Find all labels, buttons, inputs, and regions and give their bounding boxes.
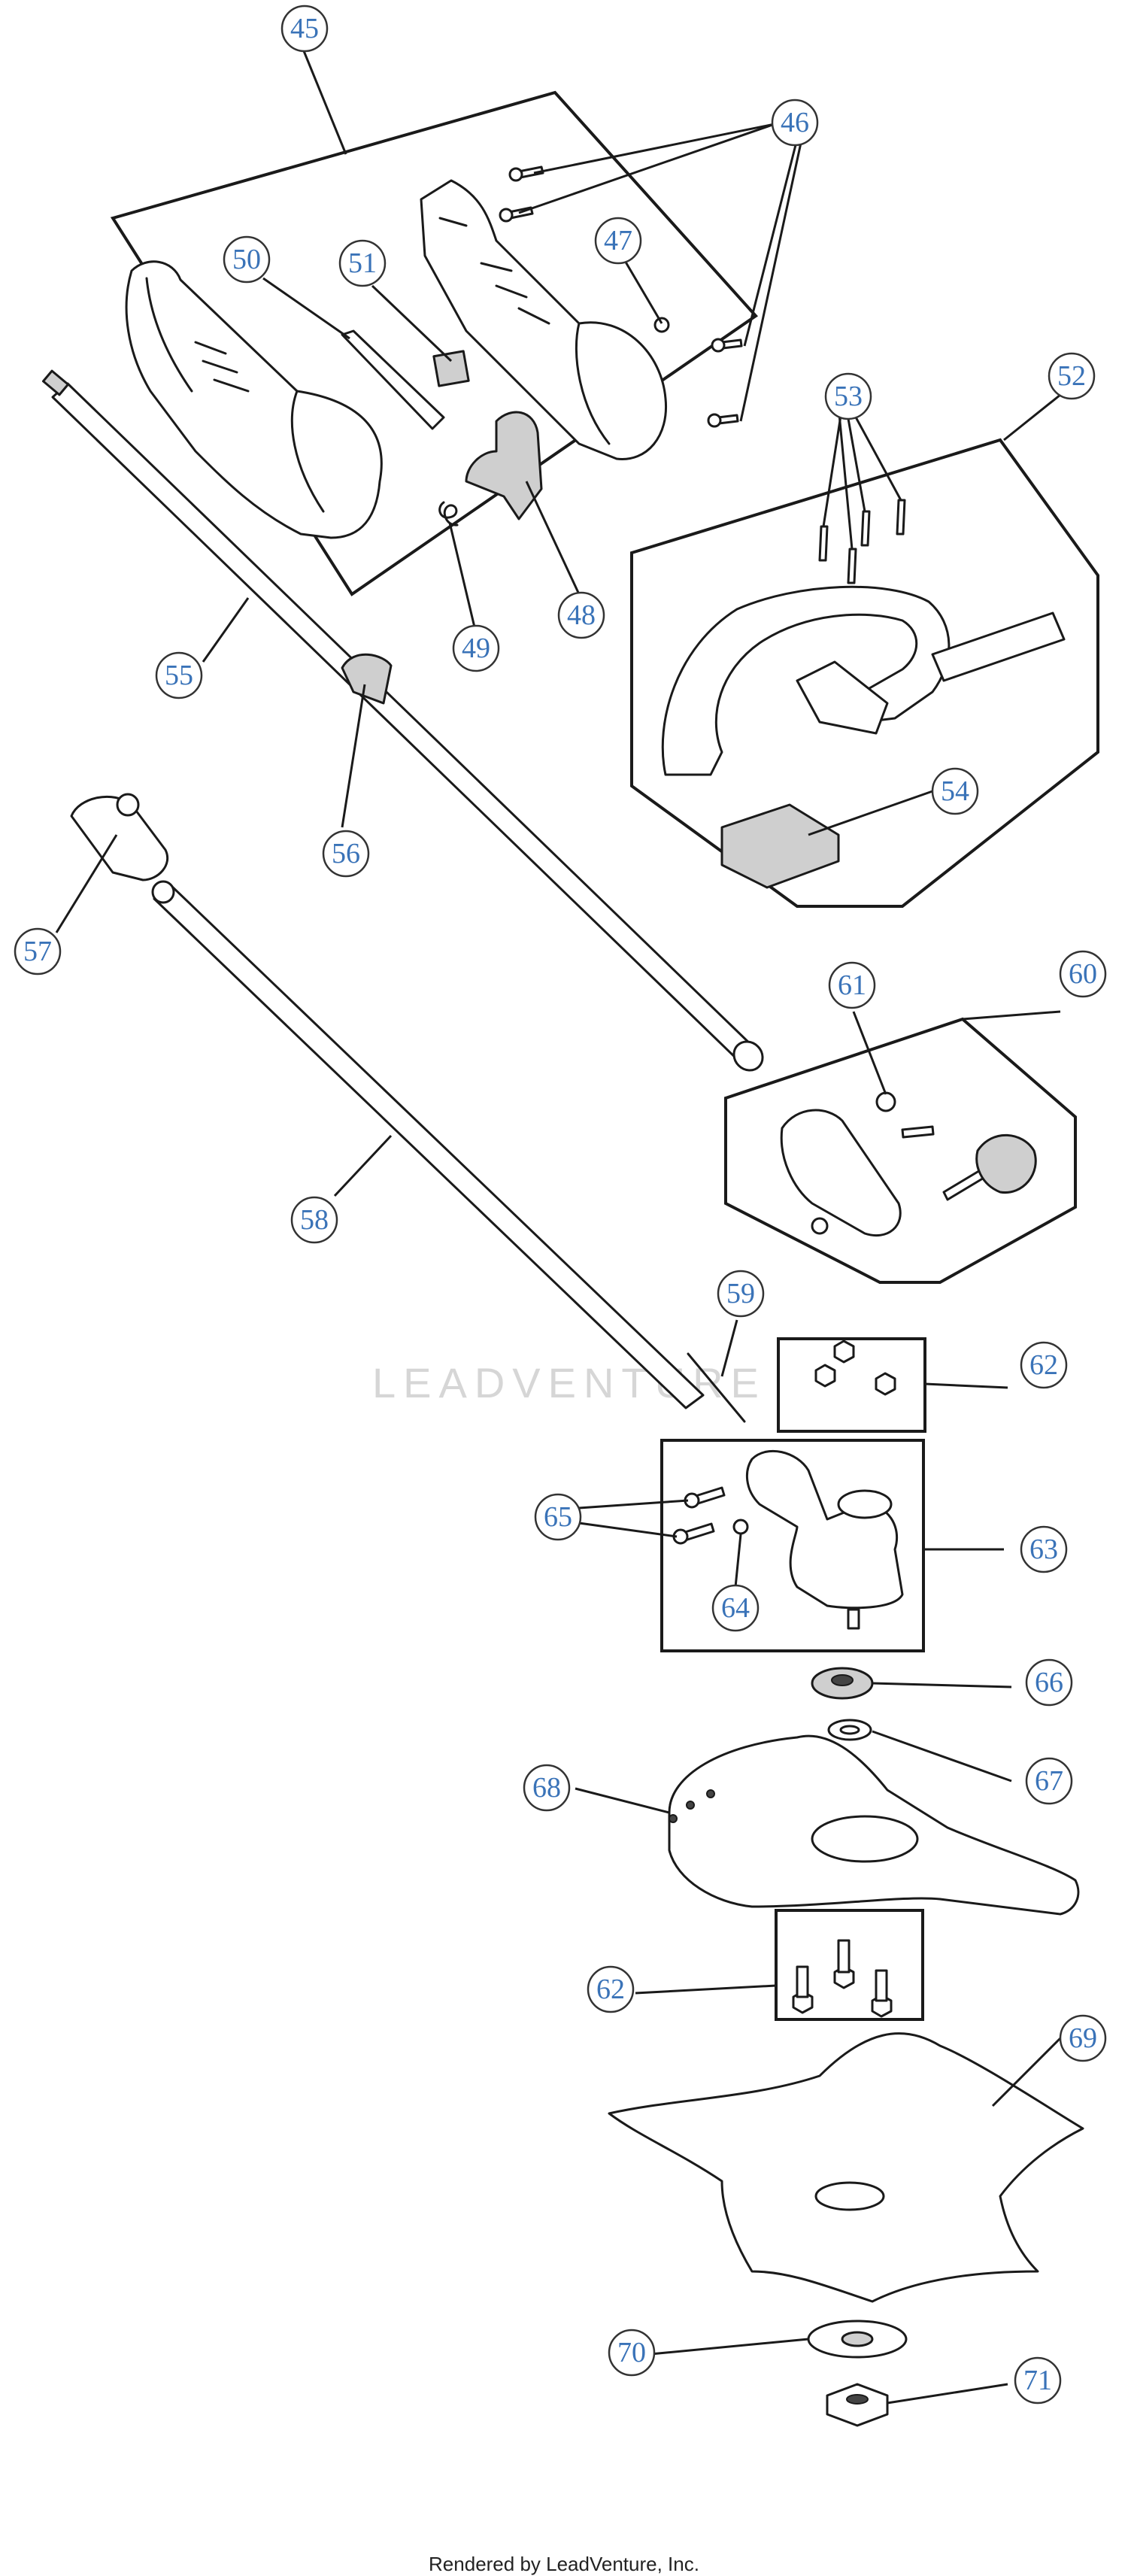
group-box-60	[724, 1017, 1077, 1284]
callout-50: 50	[223, 235, 271, 284]
group-box-63	[660, 1439, 925, 1652]
svg-text:71: 71	[1023, 2365, 1052, 2396]
callout-57: 57	[14, 927, 62, 975]
svg-text:60: 60	[1069, 958, 1097, 990]
svg-text:66: 66	[1035, 1667, 1063, 1698]
callout-54: 54	[931, 767, 979, 815]
coupler-57	[70, 793, 169, 881]
svg-text:68: 68	[532, 1772, 561, 1804]
group-box-52	[630, 438, 1099, 908]
svg-text:65: 65	[544, 1501, 572, 1533]
svg-text:69: 69	[1069, 2022, 1097, 2054]
svg-text:63: 63	[1029, 1534, 1058, 1565]
handle-housing-left	[125, 260, 383, 539]
svg-text:47: 47	[604, 225, 632, 256]
callout-60: 60	[1059, 950, 1107, 998]
svg-text:61: 61	[838, 969, 866, 1001]
svg-text:49: 49	[462, 633, 490, 664]
blade-nut-71	[826, 2383, 889, 2427]
lower-shaft-58	[151, 880, 705, 1409]
grip-56	[341, 653, 393, 705]
svg-text:51: 51	[348, 247, 377, 279]
drive-shaft-59	[687, 1352, 746, 1423]
screw-64	[732, 1519, 749, 1535]
svg-text:62: 62	[596, 1974, 625, 2005]
screws-65	[672, 1486, 726, 1545]
callout-46: 46	[771, 99, 819, 147]
callout-56: 56	[322, 830, 370, 878]
callout-62-lower: 62	[587, 1965, 635, 2013]
callout-52: 52	[1048, 352, 1096, 400]
callout-71: 71	[1014, 2356, 1062, 2405]
screws-46	[499, 165, 743, 428]
blade-guard-68	[668, 1734, 1080, 1916]
clamp-housing	[780, 1091, 1037, 1237]
nuts-62	[814, 1340, 896, 1396]
callout-53: 53	[824, 372, 872, 420]
trigger-48	[465, 411, 543, 520]
washer-67	[827, 1719, 872, 1741]
watermark: LEADVENTURE	[372, 1359, 766, 1406]
svg-text:64: 64	[721, 1592, 750, 1624]
svg-text:56: 56	[332, 838, 360, 869]
svg-text:52: 52	[1057, 360, 1086, 392]
svg-text:53: 53	[834, 381, 863, 412]
callout-63: 63	[1020, 1525, 1068, 1573]
handle-housing-right	[420, 179, 668, 460]
leader-lines	[55, 43, 1062, 2405]
upper-shaft-55	[41, 369, 764, 1072]
callout-47: 47	[594, 217, 642, 265]
callout-65: 65	[534, 1493, 582, 1541]
svg-text:45: 45	[290, 13, 319, 44]
svg-text:57: 57	[23, 936, 52, 967]
gear-head-63	[745, 1449, 904, 1630]
svg-text:58: 58	[300, 1204, 329, 1236]
callout-59: 59	[717, 1270, 765, 1318]
callout-51: 51	[338, 239, 387, 287]
callout-48: 48	[557, 591, 605, 639]
callout-64: 64	[711, 1584, 760, 1632]
footer-credit: Rendered by LeadVenture, Inc.	[429, 2553, 699, 2575]
svg-text:46: 46	[781, 107, 809, 138]
callout-66: 66	[1025, 1658, 1073, 1707]
spindle-nut-66	[811, 1667, 874, 1700]
callout-61: 61	[828, 961, 876, 1009]
callout-55: 55	[155, 651, 203, 699]
callout-49: 49	[452, 624, 500, 672]
switch-51	[432, 350, 470, 387]
callout-69: 69	[1059, 2014, 1107, 2062]
svg-text:54: 54	[941, 775, 969, 807]
svg-text:50: 50	[232, 244, 261, 275]
svg-text:67: 67	[1035, 1765, 1063, 1797]
svg-text:48: 48	[567, 599, 596, 631]
callout-68: 68	[523, 1764, 571, 1812]
callout-58: 58	[290, 1196, 338, 1244]
blade-69	[608, 2032, 1084, 2303]
bolts-62	[792, 1939, 893, 2018]
handle-clamp-54	[720, 803, 840, 889]
svg-text:70: 70	[617, 2337, 646, 2368]
group-box-62-bolts	[775, 1909, 924, 2021]
callout-62-upper: 62	[1020, 1341, 1068, 1389]
throttle-rod-50	[341, 329, 445, 430]
callout-70: 70	[608, 2329, 656, 2377]
callout-67: 67	[1025, 1757, 1073, 1805]
spring-49	[438, 501, 459, 526]
callout-45: 45	[280, 5, 329, 53]
flange-70	[807, 2320, 908, 2359]
screws-53	[818, 499, 906, 584]
svg-text:55: 55	[165, 660, 193, 691]
svg-text:62: 62	[1029, 1349, 1058, 1381]
front-handle-loop	[661, 585, 1066, 776]
screw-47	[653, 317, 670, 333]
svg-text:59: 59	[726, 1278, 755, 1309]
